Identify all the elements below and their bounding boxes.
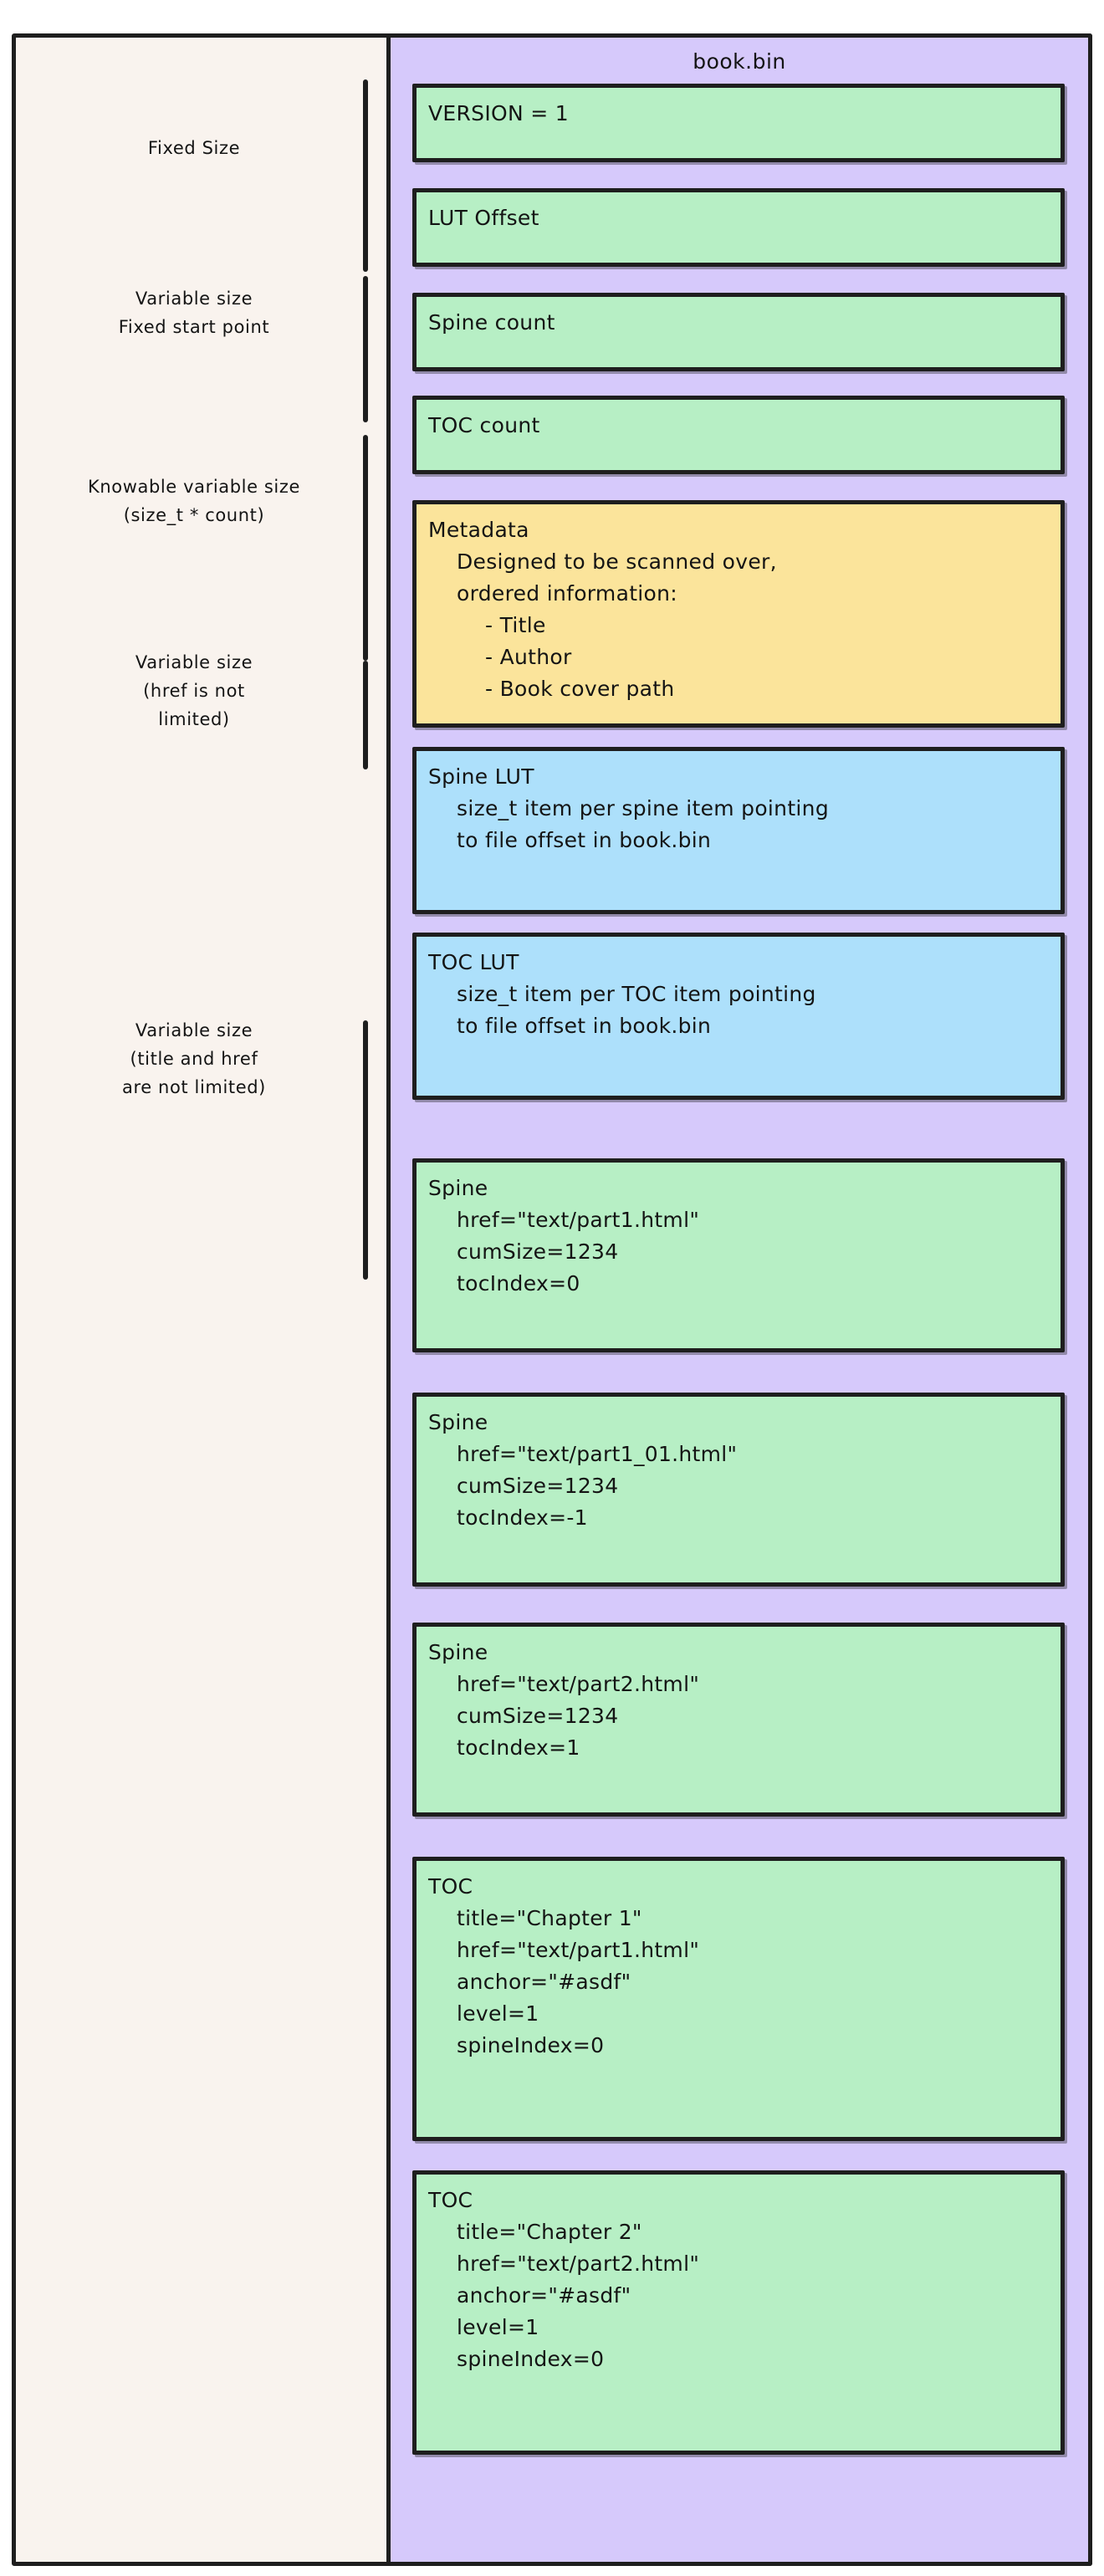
structure-block: TOC title="Chapter 2" href="text/part2.htm… <box>412 2170 1065 2455</box>
block-title: Spine <box>428 1410 488 1434</box>
block-title: Spine <box>428 1176 488 1200</box>
annotation-label: Variable size (title and href are not limi… <box>18 1016 370 1101</box>
group-bracket-line <box>363 661 368 769</box>
structure-block: Spine href="text/part1.html" cumSize=1234 t… <box>412 1158 1065 1352</box>
block-title: TOC <box>428 1874 473 1899</box>
annotation-label: Knowable variable size (size_t * count) <box>18 473 370 529</box>
block-line: tocIndex=-1 <box>457 1505 588 1530</box>
structure-block: TOC LUT size_t item per TOC item pointing… <box>412 933 1065 1100</box>
block-line: cumSize=1234 <box>457 1239 619 1264</box>
block-line: to file offset in book.bin <box>457 828 712 852</box>
block-line: - Title <box>485 613 546 637</box>
block-line: href="text/part1.html" <box>457 1938 700 1962</box>
block-title: Spine <box>428 1640 488 1664</box>
block-line: href="text/part1.html" <box>457 1208 700 1232</box>
group-bracket-line <box>363 276 368 422</box>
block-line: anchor="#asdf" <box>457 1970 631 1994</box>
structure-block: Spine href="text/part1_01.html" cumSize=12… <box>412 1393 1065 1587</box>
page-title: book.bin <box>693 49 786 74</box>
annotation-line: Variable size <box>135 1020 253 1040</box>
structure-block: VERSION = 1 <box>412 84 1065 162</box>
annotation-line: (size_t * count) <box>123 505 265 525</box>
block-line: spineIndex=0 <box>457 2347 605 2371</box>
block-title: TOC LUT <box>428 950 519 974</box>
block-line: tocIndex=1 <box>457 1735 580 1760</box>
block-title: Spine count <box>428 310 555 335</box>
block-line: tocIndex=0 <box>457 1271 580 1296</box>
annotation-line: Variable size <box>135 289 253 309</box>
group-bracket-line <box>363 435 368 661</box>
structure-block: LUT Offset <box>412 188 1065 267</box>
block-line: cumSize=1234 <box>457 1704 619 1728</box>
block-title: Metadata <box>428 518 529 542</box>
block-line: to file offset in book.bin <box>457 1014 712 1038</box>
block-title: VERSION = 1 <box>428 101 569 125</box>
annotation-line: Fixed Size <box>147 138 241 158</box>
block-line: title="Chapter 1" <box>457 1906 642 1930</box>
structure-block: TOC title="Chapter 1" href="text/part1.htm… <box>412 1857 1065 2141</box>
group-bracket-line <box>363 1020 368 1280</box>
annotation-line: are not limited) <box>122 1077 266 1097</box>
block-line: href="text/part2.html" <box>457 2251 700 2276</box>
block-line: anchor="#asdf" <box>457 2283 631 2308</box>
annotation-line: Knowable variable size <box>87 477 301 497</box>
block-line: - Author <box>485 645 572 669</box>
annotation-label: Fixed Size <box>18 134 370 162</box>
block-line: level=1 <box>457 2001 539 2026</box>
structure-block: Spine href="text/part2.html" cumSize=1234 t… <box>412 1623 1065 1817</box>
block-line: href="text/part1_01.html" <box>457 1442 738 1466</box>
block-line: href="text/part2.html" <box>457 1672 700 1696</box>
block-line: cumSize=1234 <box>457 1474 619 1498</box>
block-line: size_t item per TOC item pointing <box>457 982 816 1006</box>
block-title: Spine LUT <box>428 764 534 789</box>
annotation-line: Fixed start point <box>118 317 270 337</box>
annotation-label: Variable size (href is not limited) <box>18 648 370 733</box>
block-line: title="Chapter 2" <box>457 2220 642 2244</box>
structure-block: TOC count <box>412 396 1065 474</box>
block-title: LUT Offset <box>428 206 539 230</box>
group-bracket-line <box>363 79 368 272</box>
block-line: ordered information: <box>457 581 678 606</box>
annotation-line: (title and href <box>130 1049 258 1069</box>
block-line: - Book cover path <box>485 677 675 701</box>
block-line: level=1 <box>457 2315 539 2339</box>
annotation-line: Variable size <box>135 652 253 672</box>
block-title: TOC count <box>428 413 540 437</box>
structure-block: Spine count <box>412 293 1065 371</box>
block-title: TOC <box>428 2188 473 2212</box>
structure-block: Spine LUT size_t item per spine item poin… <box>412 747 1065 914</box>
block-line: spineIndex=0 <box>457 2033 605 2057</box>
annotation-line: (href is not <box>143 681 245 701</box>
block-line: Designed to be scanned over, <box>457 549 777 574</box>
block-line: size_t item per spine item pointing <box>457 796 829 820</box>
annotation-line: limited) <box>158 709 230 729</box>
